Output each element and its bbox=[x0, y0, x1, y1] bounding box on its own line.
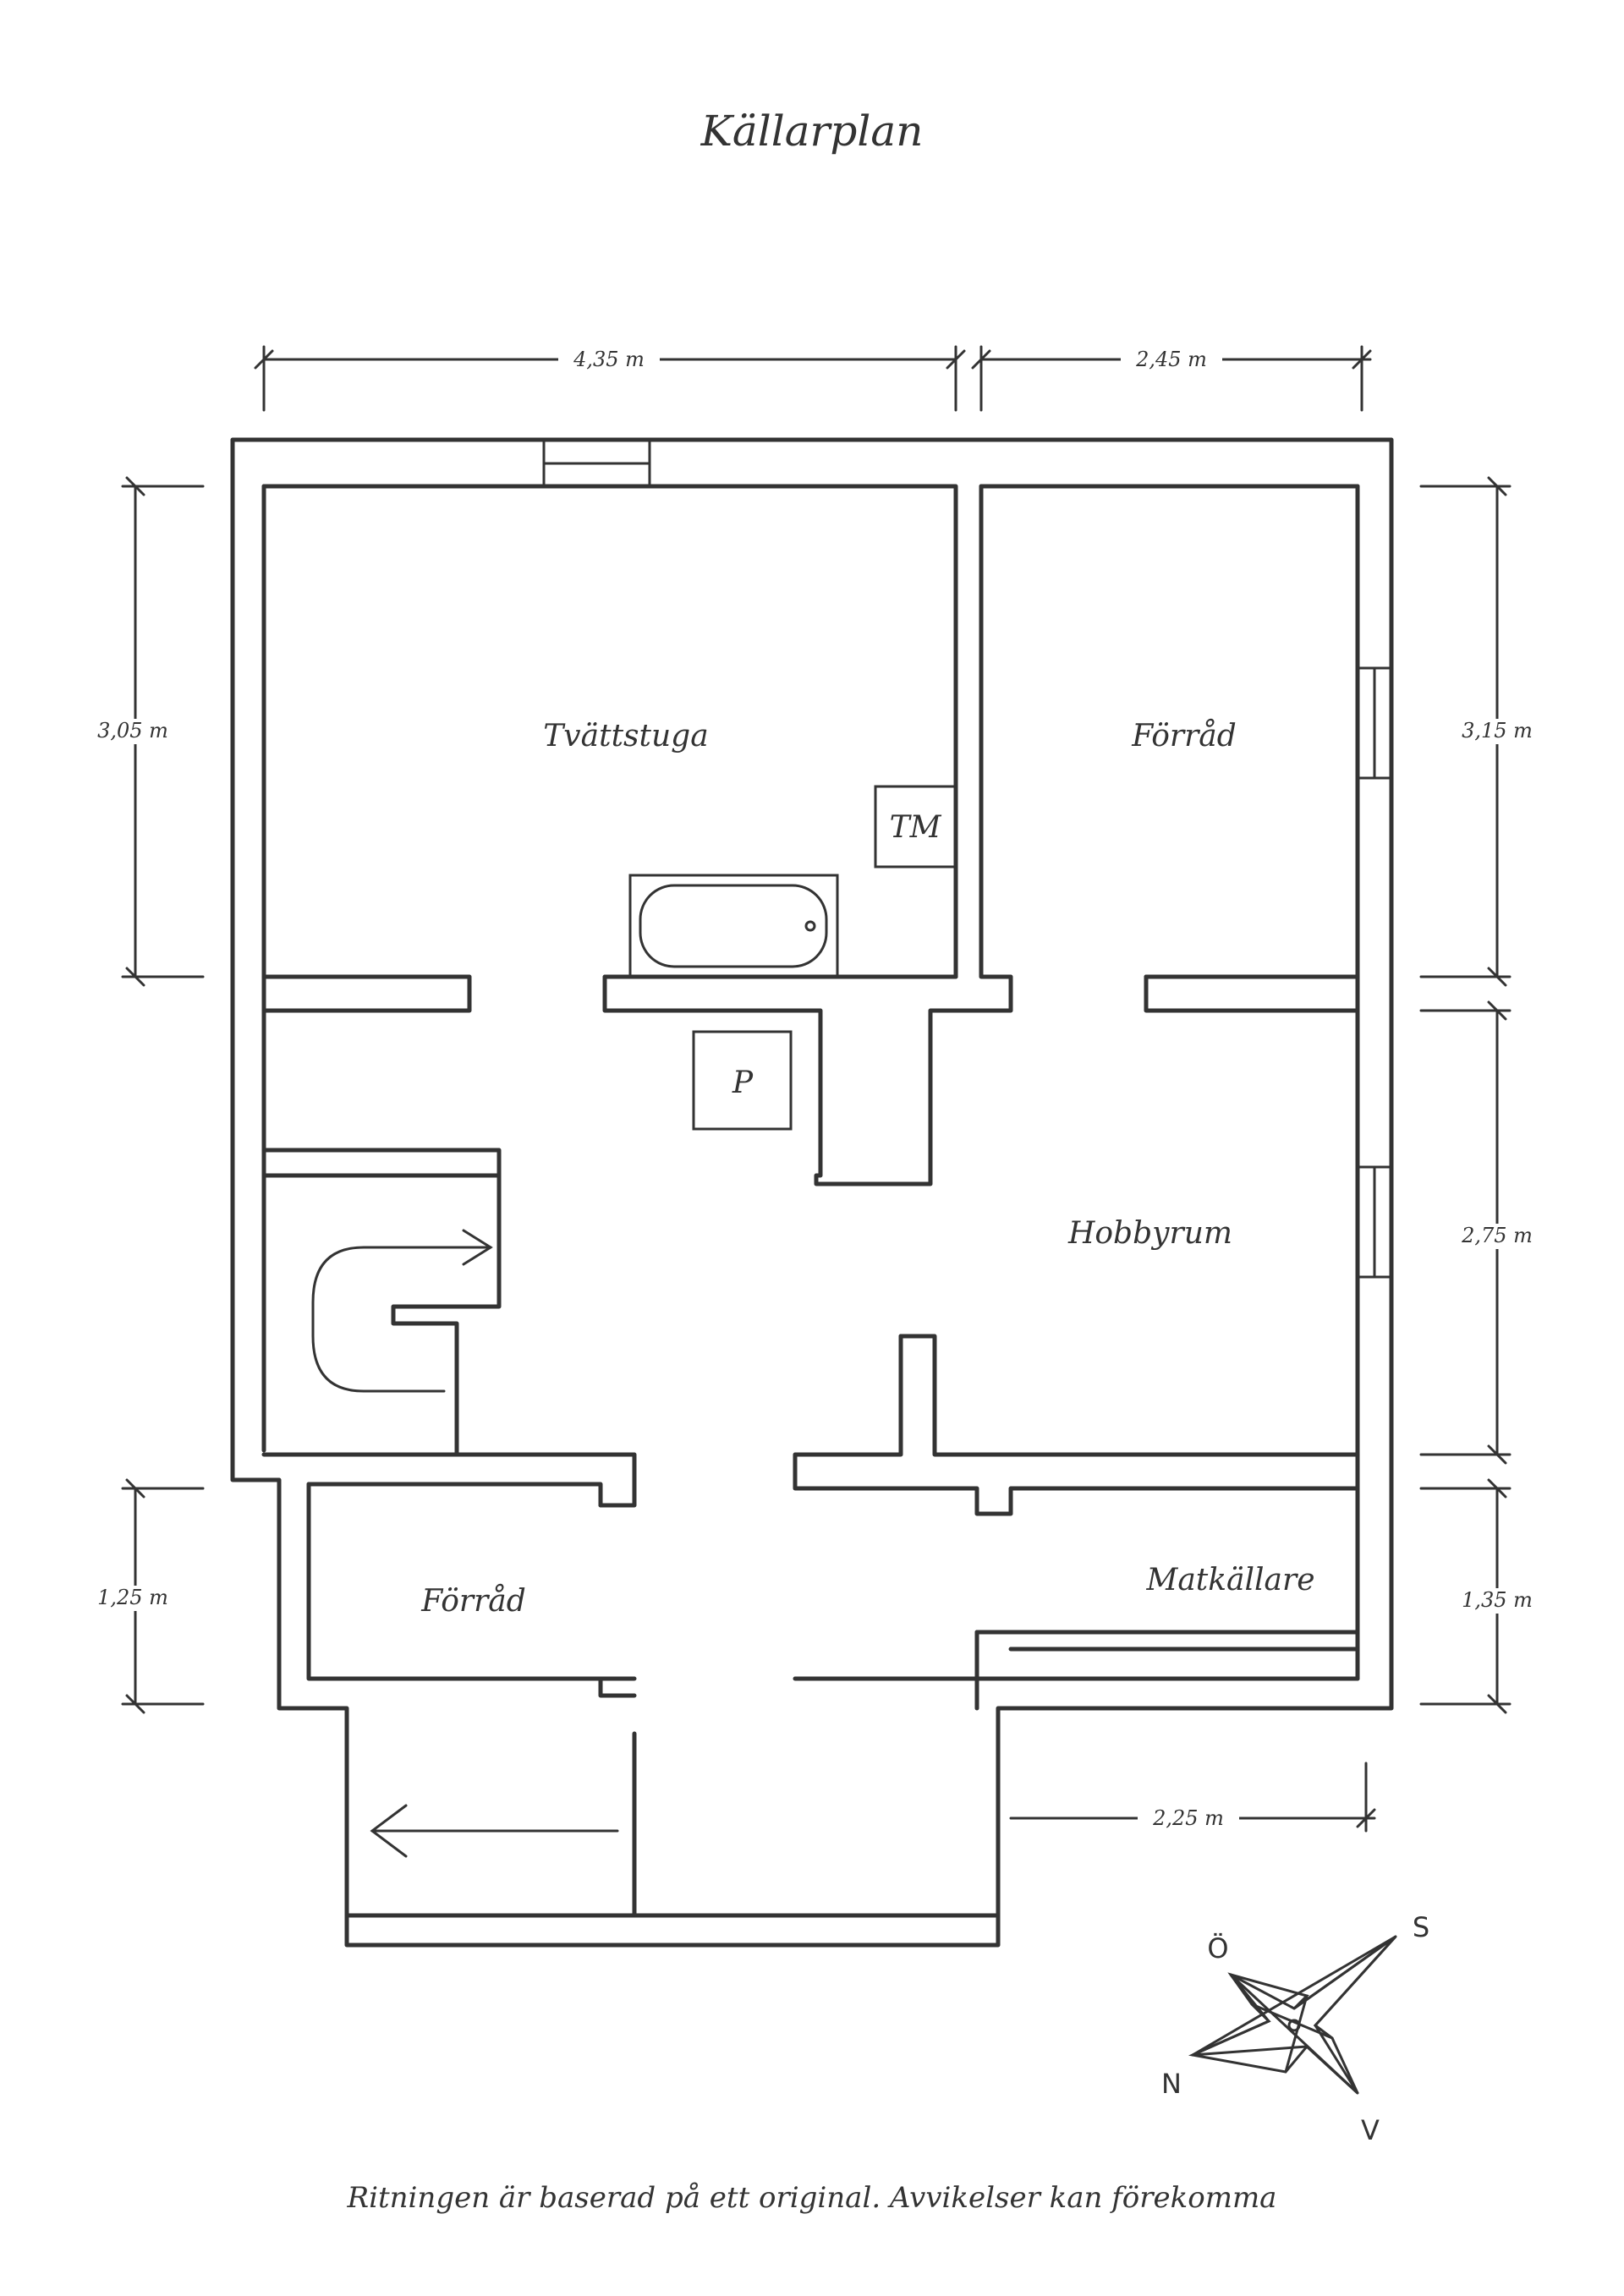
dim-left-lower: 1,25 m bbox=[97, 1586, 168, 1609]
tm-label: TM bbox=[890, 810, 942, 845]
dim-top-right: 2,45 m bbox=[1135, 348, 1207, 371]
room-label-matkallare: Matkällare bbox=[1145, 1563, 1314, 1597]
room-label-tvattstuga: Tvättstuga bbox=[543, 719, 708, 753]
outer-walls bbox=[230, 437, 1394, 1948]
room-forrad-top-walls bbox=[1144, 974, 1360, 1013]
dim-right-upper: 3,15 m bbox=[1462, 719, 1533, 743]
dim-top-left: 4,35 m bbox=[573, 348, 645, 371]
stair-arrow-icon bbox=[311, 1229, 493, 1393]
room-label-forrad-bottom: Förråd bbox=[420, 1584, 526, 1619]
compass-north-label: N bbox=[1161, 2068, 1182, 2100]
dim-bottom-right: 2,25 m bbox=[1152, 1806, 1224, 1830]
compass-rose-icon: Ö S N V bbox=[1161, 1911, 1429, 2146]
dimension-lines bbox=[121, 345, 1512, 1833]
window-top bbox=[542, 438, 651, 488]
room-tvattstuga-walls bbox=[261, 484, 1360, 1186]
pump-p: P bbox=[692, 1030, 793, 1131]
washing-machine-tm: TM bbox=[874, 785, 957, 869]
room-matkallare-walls bbox=[974, 1630, 1360, 1711]
room-forrad-bottom-walls bbox=[306, 1482, 637, 1698]
bathtub bbox=[628, 874, 839, 978]
dimension-labels: 4,35 m 2,45 m 3,05 m 1,25 m 3,15 m 2,75 … bbox=[85, 347, 1548, 1831]
compass-south-label: S bbox=[1413, 1911, 1429, 1943]
room-hobbyrum-walls bbox=[793, 1334, 1360, 1516]
entrance-walls bbox=[344, 1731, 1001, 1918]
room-label-hobbyrum: Hobbyrum bbox=[1067, 1216, 1232, 1251]
stair-area-walls bbox=[261, 1148, 637, 1508]
dim-right-middle: 2,75 m bbox=[1461, 1224, 1533, 1247]
exit-arrow-icon bbox=[370, 1804, 619, 1858]
dim-left-upper: 3,05 m bbox=[97, 719, 168, 743]
window-right-upper bbox=[1356, 666, 1393, 780]
room-label-forrad-top: Förråd bbox=[1131, 719, 1237, 753]
compass-east-label: Ö bbox=[1207, 1932, 1228, 1964]
window-right-middle bbox=[1356, 1165, 1393, 1279]
dim-right-lower: 1,35 m bbox=[1462, 1588, 1533, 1612]
footer-disclaimer: Ritningen är baserad på ett original. Av… bbox=[347, 2181, 1277, 2215]
plan-title: Källarplan bbox=[700, 107, 924, 156]
compass-west-label: V bbox=[1361, 2114, 1380, 2146]
p-label: P bbox=[732, 1066, 754, 1100]
